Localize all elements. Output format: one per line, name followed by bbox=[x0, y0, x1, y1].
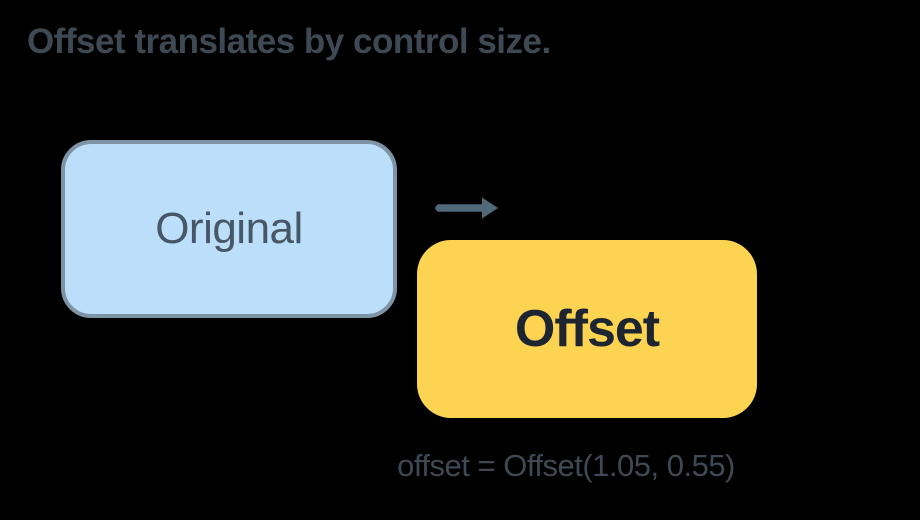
offset-box: Offset bbox=[417, 240, 757, 418]
offset-box-label: Offset bbox=[514, 300, 660, 358]
right-arrow-icon bbox=[435, 197, 498, 219]
original-box-label: Original bbox=[155, 204, 303, 253]
original-box: Original bbox=[61, 140, 397, 318]
offset-code-caption: offset = Offset(1.05, 0.55) bbox=[397, 448, 735, 483]
diagram-title: Offset translates by control size. bbox=[27, 22, 551, 61]
